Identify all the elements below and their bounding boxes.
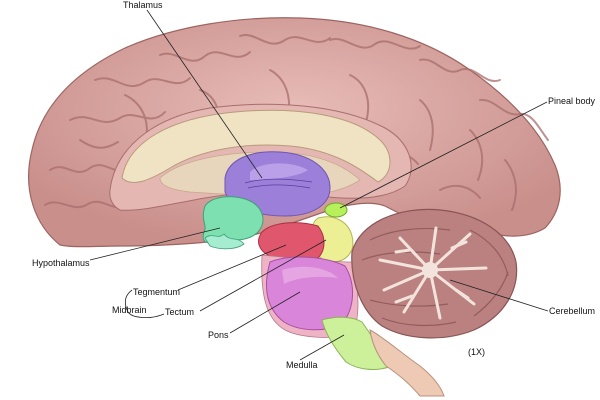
- pons-highlight: [282, 266, 338, 284]
- leader-thalamus: [146, 9, 263, 179]
- leader-tegmentum: [177, 244, 287, 291]
- label-medulla: Medulla: [286, 360, 318, 370]
- label-pineal-body: Pineal body: [548, 96, 596, 106]
- pineal-body: [324, 202, 348, 218]
- label-magnification: (1X): [468, 347, 485, 357]
- hypothalamus: [202, 196, 264, 244]
- midbrain-bracket: [124, 289, 165, 318]
- leader-medulla: [299, 334, 345, 361]
- leader-pons: [229, 291, 301, 334]
- label-midbrain: Midbrain: [112, 305, 147, 315]
- corpus-callosum: [121, 109, 391, 183]
- label-hypothalamus: Hypothalamus: [32, 258, 90, 268]
- arbor-vitae-core: [422, 262, 438, 278]
- label-tectum: Tectum: [165, 307, 194, 317]
- leader-tectum: [199, 239, 327, 312]
- spinal-cord: [369, 329, 445, 397]
- hypothalamus-frill: [204, 233, 245, 250]
- label-pons: Pons: [208, 330, 229, 340]
- label-tegmentum: Tegmentum: [133, 287, 180, 297]
- leader-pineal-body: [339, 101, 548, 209]
- label-thalamus: Thalamus: [123, 0, 163, 10]
- label-cerebellum: Cerebellum: [549, 306, 595, 316]
- thalamus-highlight: [250, 163, 308, 180]
- leader-cerebellum: [449, 279, 549, 312]
- arbor-vitae: [378, 226, 488, 320]
- leader-lines: [89, 9, 549, 361]
- thalamus-fibers: [244, 178, 313, 189]
- leader-hypothalamus: [89, 227, 221, 261]
